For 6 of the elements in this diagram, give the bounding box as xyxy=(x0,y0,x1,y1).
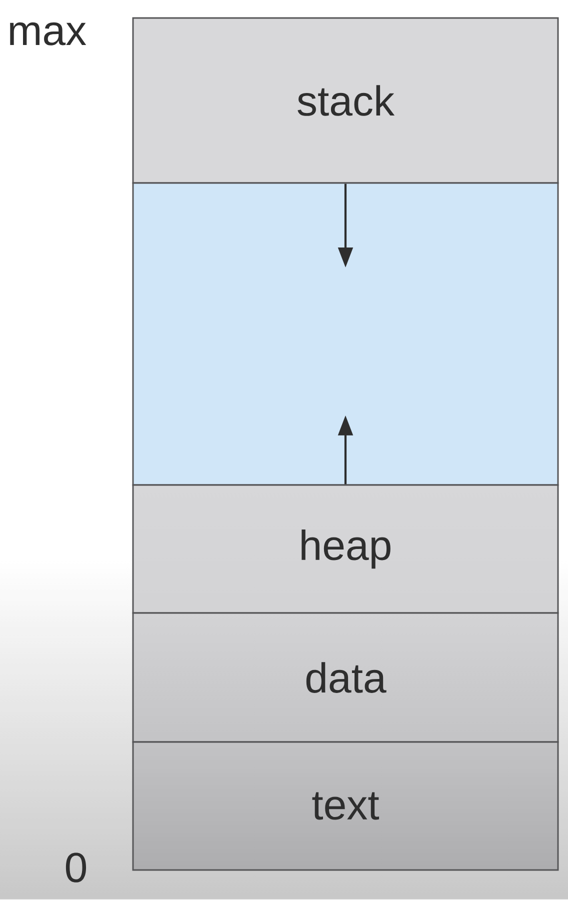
segment-box: text xyxy=(132,741,559,871)
segment-box: stack xyxy=(132,17,559,184)
address-label: max xyxy=(10,22,86,46)
address-label: 0 xyxy=(66,852,86,882)
segment-box: heap xyxy=(132,484,559,614)
segment-box: data xyxy=(132,612,559,743)
